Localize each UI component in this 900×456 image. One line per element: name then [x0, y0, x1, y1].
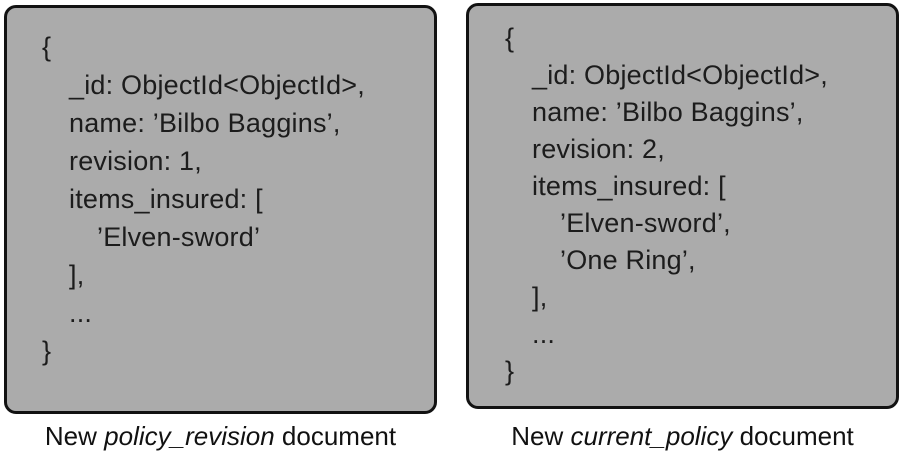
code-line: items_insured: [	[69, 184, 263, 214]
code-line: name: ’Bilbo Baggins’,	[69, 108, 341, 138]
current-policy-caption: New current_policy document	[466, 421, 899, 453]
code-line: }	[505, 356, 515, 386]
code-line: {	[505, 23, 515, 53]
code-line: }	[42, 336, 52, 366]
caption-collection-name: policy_revision	[104, 421, 275, 451]
code-line: revision: 2,	[532, 134, 665, 164]
caption-collection-name: current_policy	[570, 421, 733, 451]
code-line: ’One Ring’,	[560, 245, 696, 275]
code-line: items_insured: [	[532, 171, 726, 201]
code-line: ...	[69, 298, 93, 328]
caption-prefix: New	[511, 421, 571, 451]
code-line: _id: ObjectId<ObjectId>,	[69, 70, 365, 100]
code-line: _id: ObjectId<ObjectId>,	[532, 60, 828, 90]
caption-suffix: document	[732, 421, 854, 451]
code-line: ’Elven-sword’	[97, 222, 261, 252]
policy-revision-document-card: { _id: ObjectId<ObjectId>, name: ’Bilbo …	[4, 5, 437, 414]
code-line: ],	[69, 260, 85, 290]
policy-revision-caption: New policy_revision document	[4, 421, 437, 453]
code-line: ...	[532, 319, 556, 349]
code-line: name: ’Bilbo Baggins’,	[532, 97, 804, 127]
caption-prefix: New	[44, 421, 105, 451]
code-line: revision: 1,	[69, 146, 202, 176]
current-policy-document-card: { _id: ObjectId<ObjectId>, name: ’Bilbo …	[466, 3, 899, 409]
code-line: ],	[532, 282, 548, 312]
caption-suffix: document	[274, 421, 397, 451]
code-line: ’Elven-sword’,	[560, 208, 731, 238]
code-line: {	[42, 32, 52, 62]
